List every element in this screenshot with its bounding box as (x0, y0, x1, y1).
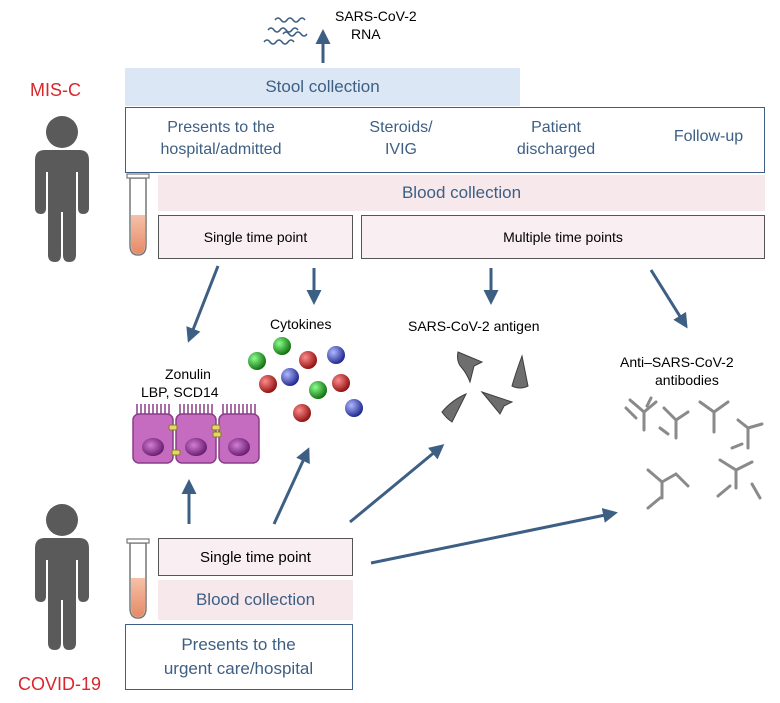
mis-c-label: MIS-C (30, 80, 81, 100)
mis-c-single-time-point-box: Single time point (158, 215, 353, 259)
rna-label-line1: SARS-CoV-2 (335, 8, 417, 24)
antibody-icon (698, 400, 730, 434)
step-steroids-line1: Steroids/ (369, 119, 433, 136)
mis-c-blood-collection-band: Blood collection (158, 175, 765, 211)
step-follow-up: Follow-up (673, 128, 744, 145)
mis-c-blood-collection-label: Blood collection (401, 183, 522, 202)
step-discharged-line2: discharged (516, 141, 596, 158)
covid-blood-collection-label: Blood collection (195, 590, 316, 609)
rna-strand-icon (263, 17, 308, 45)
cytokine-dot-icon (327, 346, 345, 364)
antibodies-label-line2: antibodies (655, 372, 719, 388)
mis-c-single-time-point-label: Single time point (203, 229, 308, 245)
antigen-cluster (441, 351, 529, 423)
step-steroids-line2: IVIG (384, 141, 417, 158)
cytokine-dot-icon (345, 399, 363, 417)
cytokine-dot-icon (332, 374, 350, 392)
stool-collection-band: Stool collection (125, 68, 520, 106)
covid-presents-line1: Presents to the (181, 635, 296, 654)
antigen-label: SARS-CoV-2 antigen (408, 318, 540, 334)
multiple-time-points-box: Multiple time points (361, 215, 765, 259)
cytokines-label: Cytokines (270, 316, 332, 332)
antibody-icon (658, 406, 690, 440)
covid-presents-line2: urgent care/hospital (163, 659, 314, 678)
arrow (272, 447, 310, 525)
cytokine-dot-icon (309, 381, 327, 399)
cytokine-dot-icon (248, 352, 266, 370)
cytokine-dot-icon (259, 375, 277, 393)
arrow (349, 444, 445, 524)
test-tube-icon (126, 173, 150, 256)
cytokine-dot-icon (281, 368, 299, 386)
antibody-icon (730, 418, 764, 450)
antigen-icon (480, 390, 514, 415)
antibody-icon (624, 396, 658, 432)
mis-c-timeline-box: Presents to the hospital/admitted Steroi… (125, 107, 765, 173)
antibody-icon (716, 458, 762, 500)
covid-presents-box: Presents to the urgent care/hospital (125, 624, 353, 690)
covid-blood-collection-band: Blood collection (158, 580, 353, 620)
covid-19-label: COVID-19 (18, 674, 102, 694)
zonulin-label-line1: Zonulin (165, 366, 211, 382)
covid-single-time-point-label: Single time point (200, 548, 311, 566)
covid-presents-text: Presents to the urgent care/hospital (126, 633, 351, 681)
step-presents-line2: hospital/admitted (160, 141, 282, 158)
arrow (186, 265, 220, 343)
epithelial-cell-icon (132, 404, 260, 464)
antibody-icon (646, 468, 690, 510)
antigen-icon (457, 351, 484, 384)
step-steroids-ivig: Steroids/ IVIG (341, 117, 461, 161)
step-patient-discharged: Patient discharged (496, 117, 616, 161)
arrow (649, 269, 688, 329)
cytokine-dot-icon (299, 351, 317, 369)
antibodies-label-line1: Anti–SARS-CoV-2 (620, 354, 734, 370)
antigen-icon (511, 354, 529, 389)
rna-label-line2: RNA (351, 26, 381, 42)
cytokine-cluster (248, 337, 363, 422)
antibody-cluster (624, 396, 764, 510)
person-icon (35, 116, 89, 262)
step-presents-line1: Presents to the (167, 119, 275, 136)
multiple-time-points-label: Multiple time points (503, 229, 623, 245)
step-discharged-line1: Patient (531, 119, 581, 136)
covid-single-time-point-box: Single time point (158, 538, 353, 576)
cytokine-dot-icon (273, 337, 291, 355)
cytokine-dot-icon (293, 404, 311, 422)
person-icon (35, 504, 89, 650)
test-tube-icon (126, 538, 150, 619)
stool-collection-label: Stool collection (265, 77, 380, 96)
arrow (370, 508, 618, 565)
step-presents-hospital: Presents to the hospital/admitted (136, 117, 306, 161)
zonulin-label-line2: LBP, SCD14 (141, 384, 219, 400)
antigen-icon (441, 393, 468, 423)
